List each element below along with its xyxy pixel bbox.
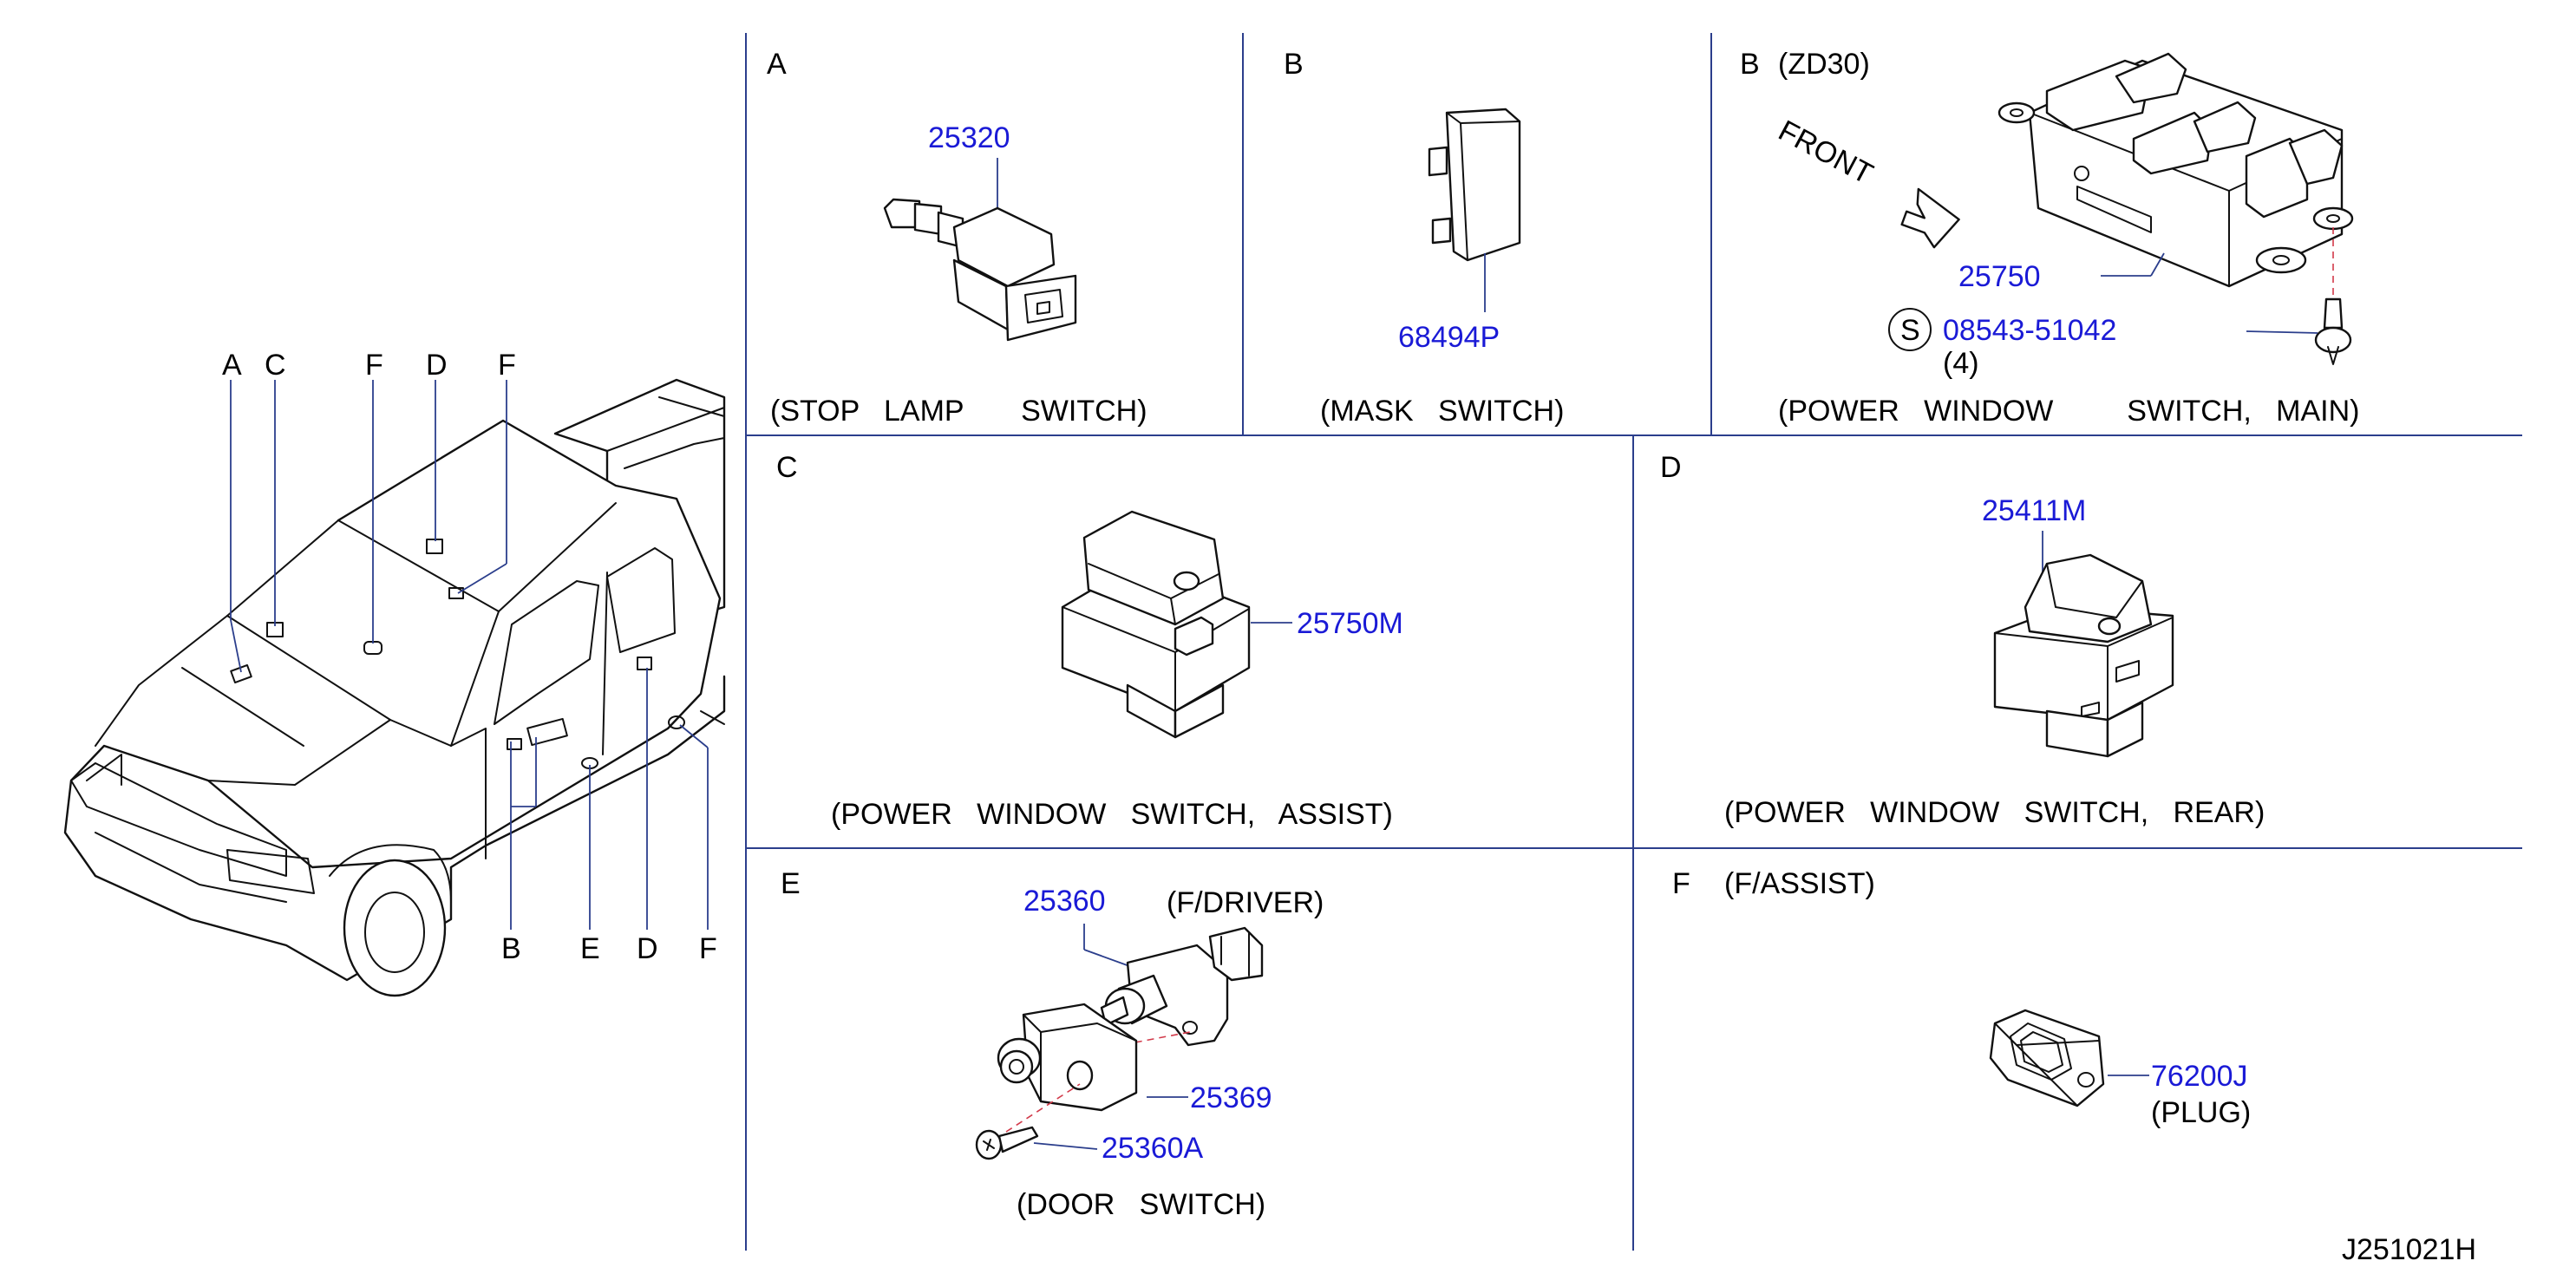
panel-a-letter: A: [767, 48, 787, 81]
part-number-25411m: 25411M: [1982, 494, 2086, 527]
front-arrow-icon: [1900, 187, 1960, 249]
panel-c: C 25750M (POWER WINDOW SWITCH, ASSIST): [776, 451, 1403, 831]
panel-b: B 68494P (MASK SWITCH): [1284, 48, 1564, 428]
caption-power-window-switch-assist: (POWER WINDOW SWITCH, ASSIST): [831, 798, 1393, 831]
part-number-08543-51042: 08543-51042: [1943, 314, 2116, 347]
plug-drawing: [1989, 1009, 2105, 1107]
panel-b-zd30: B (ZD30) FRONT: [1740, 48, 2360, 428]
screw-quantity: (4): [1943, 347, 1979, 380]
vehicle-callout-c: C: [265, 349, 286, 382]
vehicle-callout-e: E: [580, 932, 600, 965]
panel-d-letter: D: [1660, 451, 1682, 484]
caption-mask-switch: (MASK SWITCH): [1320, 395, 1564, 428]
vehicle-overview: A C F D F B E D F: [63, 349, 726, 997]
plug-note: (PLUG): [2151, 1096, 2251, 1129]
vehicle-callout-f-2: F: [498, 349, 516, 382]
diagram-id: J251021H: [2342, 1233, 2476, 1266]
power-window-rear-switch-drawing: [1993, 553, 2174, 758]
truck-illustration: [63, 378, 726, 997]
callout-letters-bottom: B E D F: [501, 932, 717, 965]
vehicle-callout-b: B: [501, 932, 521, 965]
power-window-assist-switch-drawing: [1061, 510, 1251, 739]
part-number-76200j: 76200J: [2151, 1060, 2248, 1093]
vehicle-callout-f-1: F: [365, 349, 383, 382]
caption-door-switch: (DOOR SWITCH): [1017, 1188, 1265, 1221]
panel-c-letter: C: [776, 451, 798, 484]
vehicle-callout-d-1: D: [426, 349, 448, 382]
screw-symbol-letter: S: [1900, 314, 1920, 347]
panel-e: E 25360 (F/DRIVER): [781, 867, 1324, 1221]
door-switch-screw-drawing: [975, 1126, 1039, 1160]
vehicle-callout-a: A: [222, 349, 242, 382]
power-window-main-switch-drawing: [1997, 52, 2354, 288]
caption-stop-lamp-switch: (STOP LAMP SWITCH): [770, 395, 1147, 428]
door-switch-bracket-drawing: [997, 1003, 1138, 1112]
panel-f-qualifier: (F/ASSIST): [1724, 867, 1875, 900]
panel-f: F (F/ASSIST) 76200J (PLUG): [1672, 867, 2251, 1129]
part-number-25369: 25369: [1190, 1081, 1272, 1114]
callout-leaders: [230, 380, 709, 930]
part-number-68494p: 68494P: [1398, 321, 1500, 354]
vehicle-callout-f-3: F: [699, 932, 717, 965]
part-number-25360a: 25360A: [1102, 1132, 1204, 1165]
panel-a: A 25320 (STOP LAMP SWITCH): [767, 48, 1147, 428]
vehicle-callout-d-2: D: [637, 932, 658, 965]
front-direction-label: FRONT: [1773, 114, 1878, 192]
panel-d: D 25411M (POWER WINDOW SWITCH, REAR): [1660, 451, 2265, 829]
stop-lamp-switch-drawing: [883, 198, 1077, 342]
part-number-25750m: 25750M: [1297, 607, 1403, 640]
part-number-25360: 25360: [1023, 885, 1106, 918]
panel-f-letter: F: [1672, 867, 1690, 900]
callout-letters-top: A C F D F: [222, 349, 516, 382]
panel-b-zd30-letter: B: [1740, 48, 1760, 81]
panel-b-letter: B: [1284, 48, 1304, 81]
screw-drawing: [2314, 297, 2352, 365]
part-number-25750: 25750: [1958, 260, 2041, 293]
mask-switch-drawing: [1428, 108, 1521, 262]
caption-power-window-switch-main: (POWER WINDOW SWITCH, MAIN): [1778, 395, 2360, 428]
panel-b-zd30-qualifier: (ZD30): [1778, 48, 1870, 81]
caption-power-window-switch-rear: (POWER WINDOW SWITCH, REAR): [1724, 796, 2265, 829]
door-switch-drawing: [1100, 926, 1264, 1047]
panel-e-letter: E: [781, 867, 801, 900]
door-switch-qualifier: (F/DRIVER): [1167, 886, 1324, 919]
screw-symbol-s: [1888, 308, 1932, 351]
part-number-25320: 25320: [928, 121, 1010, 154]
panel-grid: [745, 33, 2522, 1251]
